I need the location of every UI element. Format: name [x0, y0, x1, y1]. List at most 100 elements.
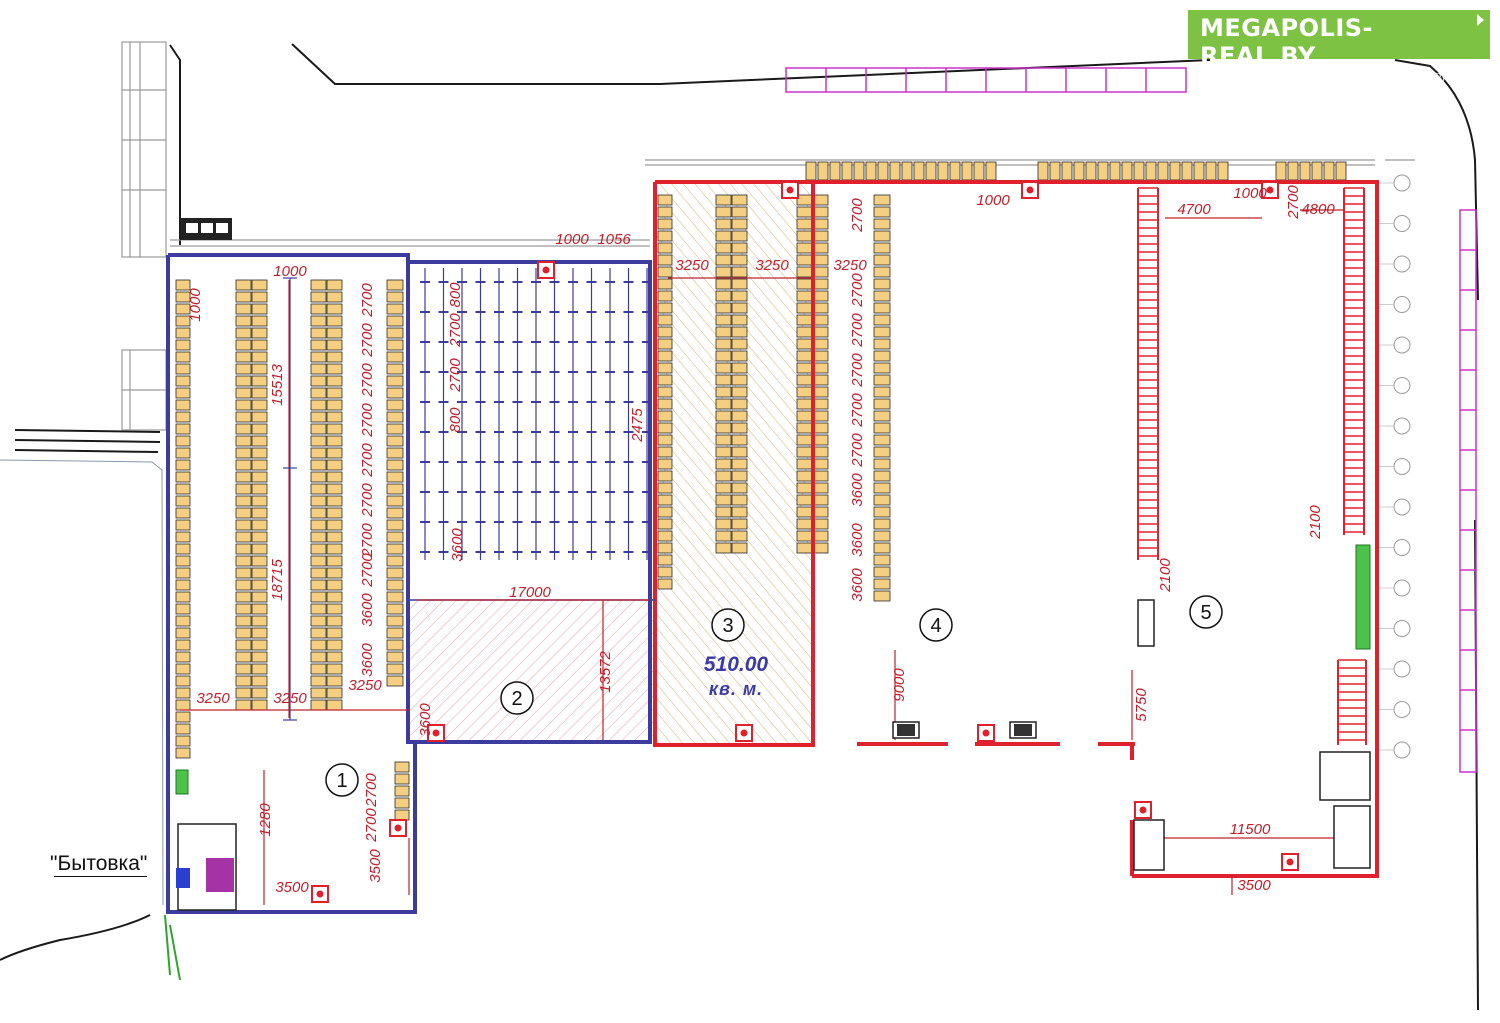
rack-cell [873, 422, 891, 434]
rack-cell [812, 206, 829, 218]
rack-cell [873, 518, 891, 530]
rack-cell [310, 399, 327, 411]
pillar-dot [1266, 186, 1274, 194]
site-logo[interactable]: MEGAPOLIS-REAL.BY портал о коммерческой … [1188, 10, 1490, 82]
dimension-label: 3250 [273, 690, 307, 707]
dimension-label: 2700 [849, 393, 866, 428]
zone-circle [325, 763, 359, 797]
rack-cell [812, 530, 829, 542]
purple-equipment [206, 858, 234, 892]
rack-cell [731, 350, 748, 362]
rack-cell [175, 675, 191, 687]
rack-cell [812, 314, 829, 326]
rack-cell [812, 458, 829, 470]
rack-cell [796, 326, 813, 338]
red-boundaries [653, 180, 1379, 878]
rack-cell [326, 567, 343, 579]
rack-cell [235, 447, 252, 459]
rack-cell [251, 303, 268, 315]
rack-cell [873, 290, 891, 302]
dimension-label: 2700 [359, 443, 376, 478]
rack-cell [873, 542, 891, 554]
rack-cell [175, 483, 191, 495]
rack-cell [251, 579, 268, 591]
zone-number: 4 [930, 615, 941, 637]
grid-marker [1393, 255, 1411, 273]
zone-number: 2 [511, 688, 522, 710]
rack-cell [796, 338, 813, 350]
rack-cell [796, 434, 813, 446]
rack-cell [731, 374, 748, 386]
rack-cell [175, 543, 191, 555]
rack-cell [731, 446, 748, 458]
rack-cell [812, 254, 829, 266]
rack-cell [326, 627, 343, 639]
dimension-label: 17000 [509, 584, 551, 601]
rack-cell [386, 303, 404, 315]
rack-cell [1275, 161, 1287, 181]
rack-cell [1299, 161, 1311, 181]
rack-cell [251, 363, 268, 375]
rack-cell [251, 627, 268, 639]
rack-cell [326, 507, 343, 519]
rack-cell [175, 531, 191, 543]
rack-cell [657, 218, 673, 230]
rack-cell [715, 338, 732, 350]
grid-marker [1393, 296, 1411, 313]
rack-cell [715, 230, 732, 242]
dimension-label: 2700 [363, 808, 380, 843]
rack-cell [873, 494, 891, 506]
rack-cell [175, 315, 191, 327]
rack-cell [1109, 161, 1121, 181]
rack-cell [1181, 161, 1193, 181]
rack-cell [796, 458, 813, 470]
rack-cell [812, 482, 829, 494]
rack-cell [326, 459, 343, 471]
rack-cell [873, 314, 891, 326]
rack-cell [731, 314, 748, 326]
rack-cell [251, 507, 268, 519]
rack-cell [1133, 161, 1145, 181]
grid-marker [1393, 579, 1411, 597]
rack-cell [961, 161, 973, 181]
rack-cell [326, 531, 343, 543]
rack-cell [812, 302, 829, 314]
rack-cell [326, 399, 343, 411]
rack-cell [1311, 161, 1323, 181]
rack-cell [715, 266, 732, 278]
rack-cell [1085, 161, 1097, 181]
rack-cell [326, 495, 343, 507]
rack-cell [251, 399, 268, 411]
dimension-label: 3600 [417, 703, 434, 737]
rack-cell [731, 518, 748, 530]
rack-cell [386, 459, 404, 471]
rack-cell [937, 161, 949, 181]
dimension-label: 2700 [359, 553, 376, 588]
dimension-label: 3500 [367, 849, 384, 883]
dimension-label: 15513 [269, 363, 286, 405]
rack-cell [873, 386, 891, 398]
rack-cell [796, 302, 813, 314]
rack-cell [326, 555, 343, 567]
rack-cell [235, 411, 252, 423]
rack-cell [310, 651, 327, 663]
rack-cell [235, 315, 252, 327]
rack-cell [310, 603, 327, 615]
rack-cell [235, 303, 252, 315]
rack-cell [235, 519, 252, 531]
column-grid-markers [1377, 174, 1411, 759]
rack-cell [175, 303, 191, 315]
rack-cell [812, 326, 829, 338]
rack-cell [657, 206, 673, 218]
rack-cell [873, 326, 891, 338]
rack-cell [251, 519, 268, 531]
rack-cell [235, 543, 252, 555]
grid-marker [1393, 336, 1411, 354]
zone-5-boundary [1150, 180, 1379, 878]
rack-cell [310, 375, 327, 387]
green-equipment [164, 544, 1371, 981]
rack-cell [310, 699, 327, 711]
rack-cell [175, 663, 191, 675]
rack-cell [175, 627, 191, 639]
